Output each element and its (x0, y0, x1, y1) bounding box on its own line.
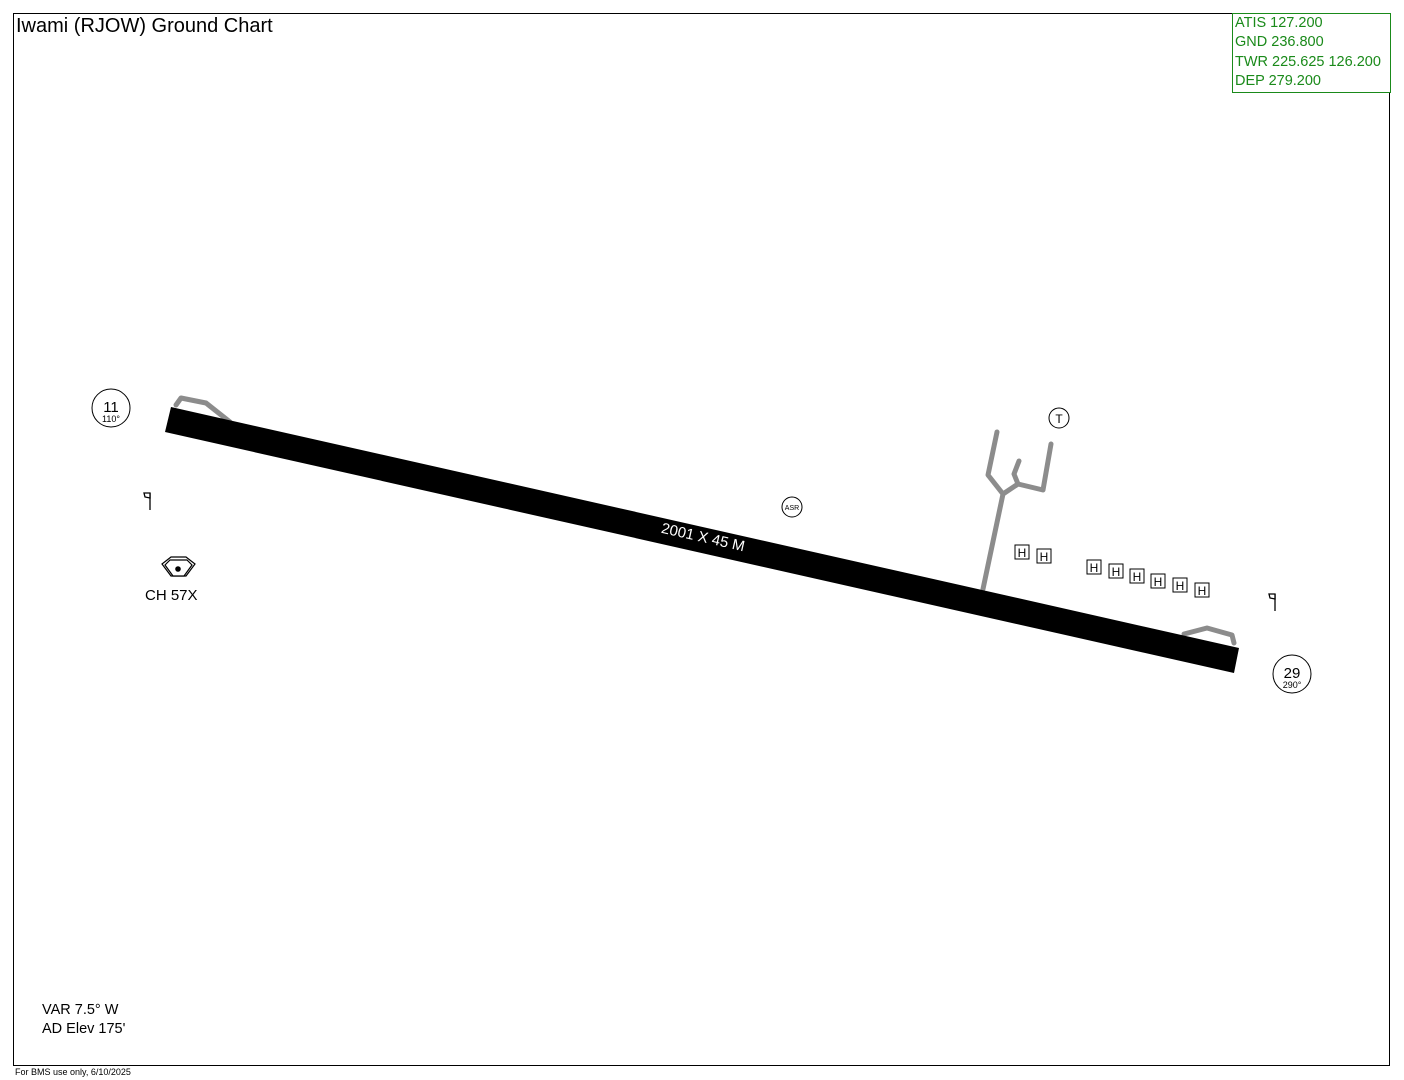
tower-label: T (1055, 412, 1063, 426)
frequency-box: ATIS 127.200 GND 236.800 TWR 225.625 126… (1232, 13, 1391, 93)
taxiway-apron-branch-west (985, 429, 1006, 497)
runway-29-heading: 290° (1283, 680, 1302, 690)
tacan-icon (161, 556, 196, 577)
windsock-icon (143, 492, 151, 510)
helipad-label: H (1133, 570, 1142, 584)
helipad-icon: H (1129, 568, 1145, 584)
runway-11-number: 11 (103, 399, 119, 416)
taxiway-apron-branch-mid (1011, 458, 1022, 487)
helipad-icon: H (1014, 544, 1030, 560)
helipad-label: H (1198, 584, 1207, 598)
helipad-icon: H (1150, 573, 1166, 589)
helipad-label: H (1018, 546, 1027, 560)
freq-ground: GND 236.800 (1235, 34, 1324, 50)
tacan-channel-label: CH 57X (145, 587, 198, 604)
freq-tower: TWR 225.625 126.200 (1235, 54, 1381, 70)
helipad-label: H (1176, 579, 1185, 593)
magnetic-variation: VAR 7.5° W (42, 1002, 119, 1018)
helipad-group: H H H H H H H H (1014, 544, 1210, 598)
helipad-icon: H (1108, 563, 1124, 579)
helipad-label: H (1112, 565, 1121, 579)
runway-end-11: 11 110° (91, 388, 131, 428)
freq-atis: ATIS 127.200 (1235, 15, 1323, 31)
asr-marker: ASR (781, 496, 803, 518)
helipad-icon: H (1194, 582, 1210, 598)
freq-departure: DEP 279.200 (1235, 73, 1321, 89)
asr-label: ASR (785, 505, 799, 512)
helipad-icon: H (1086, 559, 1102, 575)
helipad-icon: H (1172, 577, 1188, 593)
helipad-label: H (1090, 561, 1099, 575)
chart-title: Iwami (RJOW) Ground Chart (16, 15, 273, 37)
footer-note: For BMS use only, 6/10/2025 (15, 1067, 131, 1077)
chart-frame (13, 13, 1390, 1066)
taxiway-east (1181, 625, 1237, 646)
runway-end-29: 29 290° (1272, 654, 1312, 694)
helipad-icon: H (1036, 548, 1052, 564)
taxiway-west (173, 395, 233, 425)
runway-29-number: 29 (1284, 665, 1301, 682)
windsock-icon (1268, 593, 1276, 611)
aerodrome-elevation: AD Elev 175' (42, 1021, 126, 1037)
helipad-label: H (1154, 575, 1163, 589)
tower-marker: T (1048, 407, 1070, 429)
runway (165, 407, 1239, 673)
helipad-label: H (1040, 550, 1049, 564)
runway-11-heading: 110° (102, 414, 120, 424)
